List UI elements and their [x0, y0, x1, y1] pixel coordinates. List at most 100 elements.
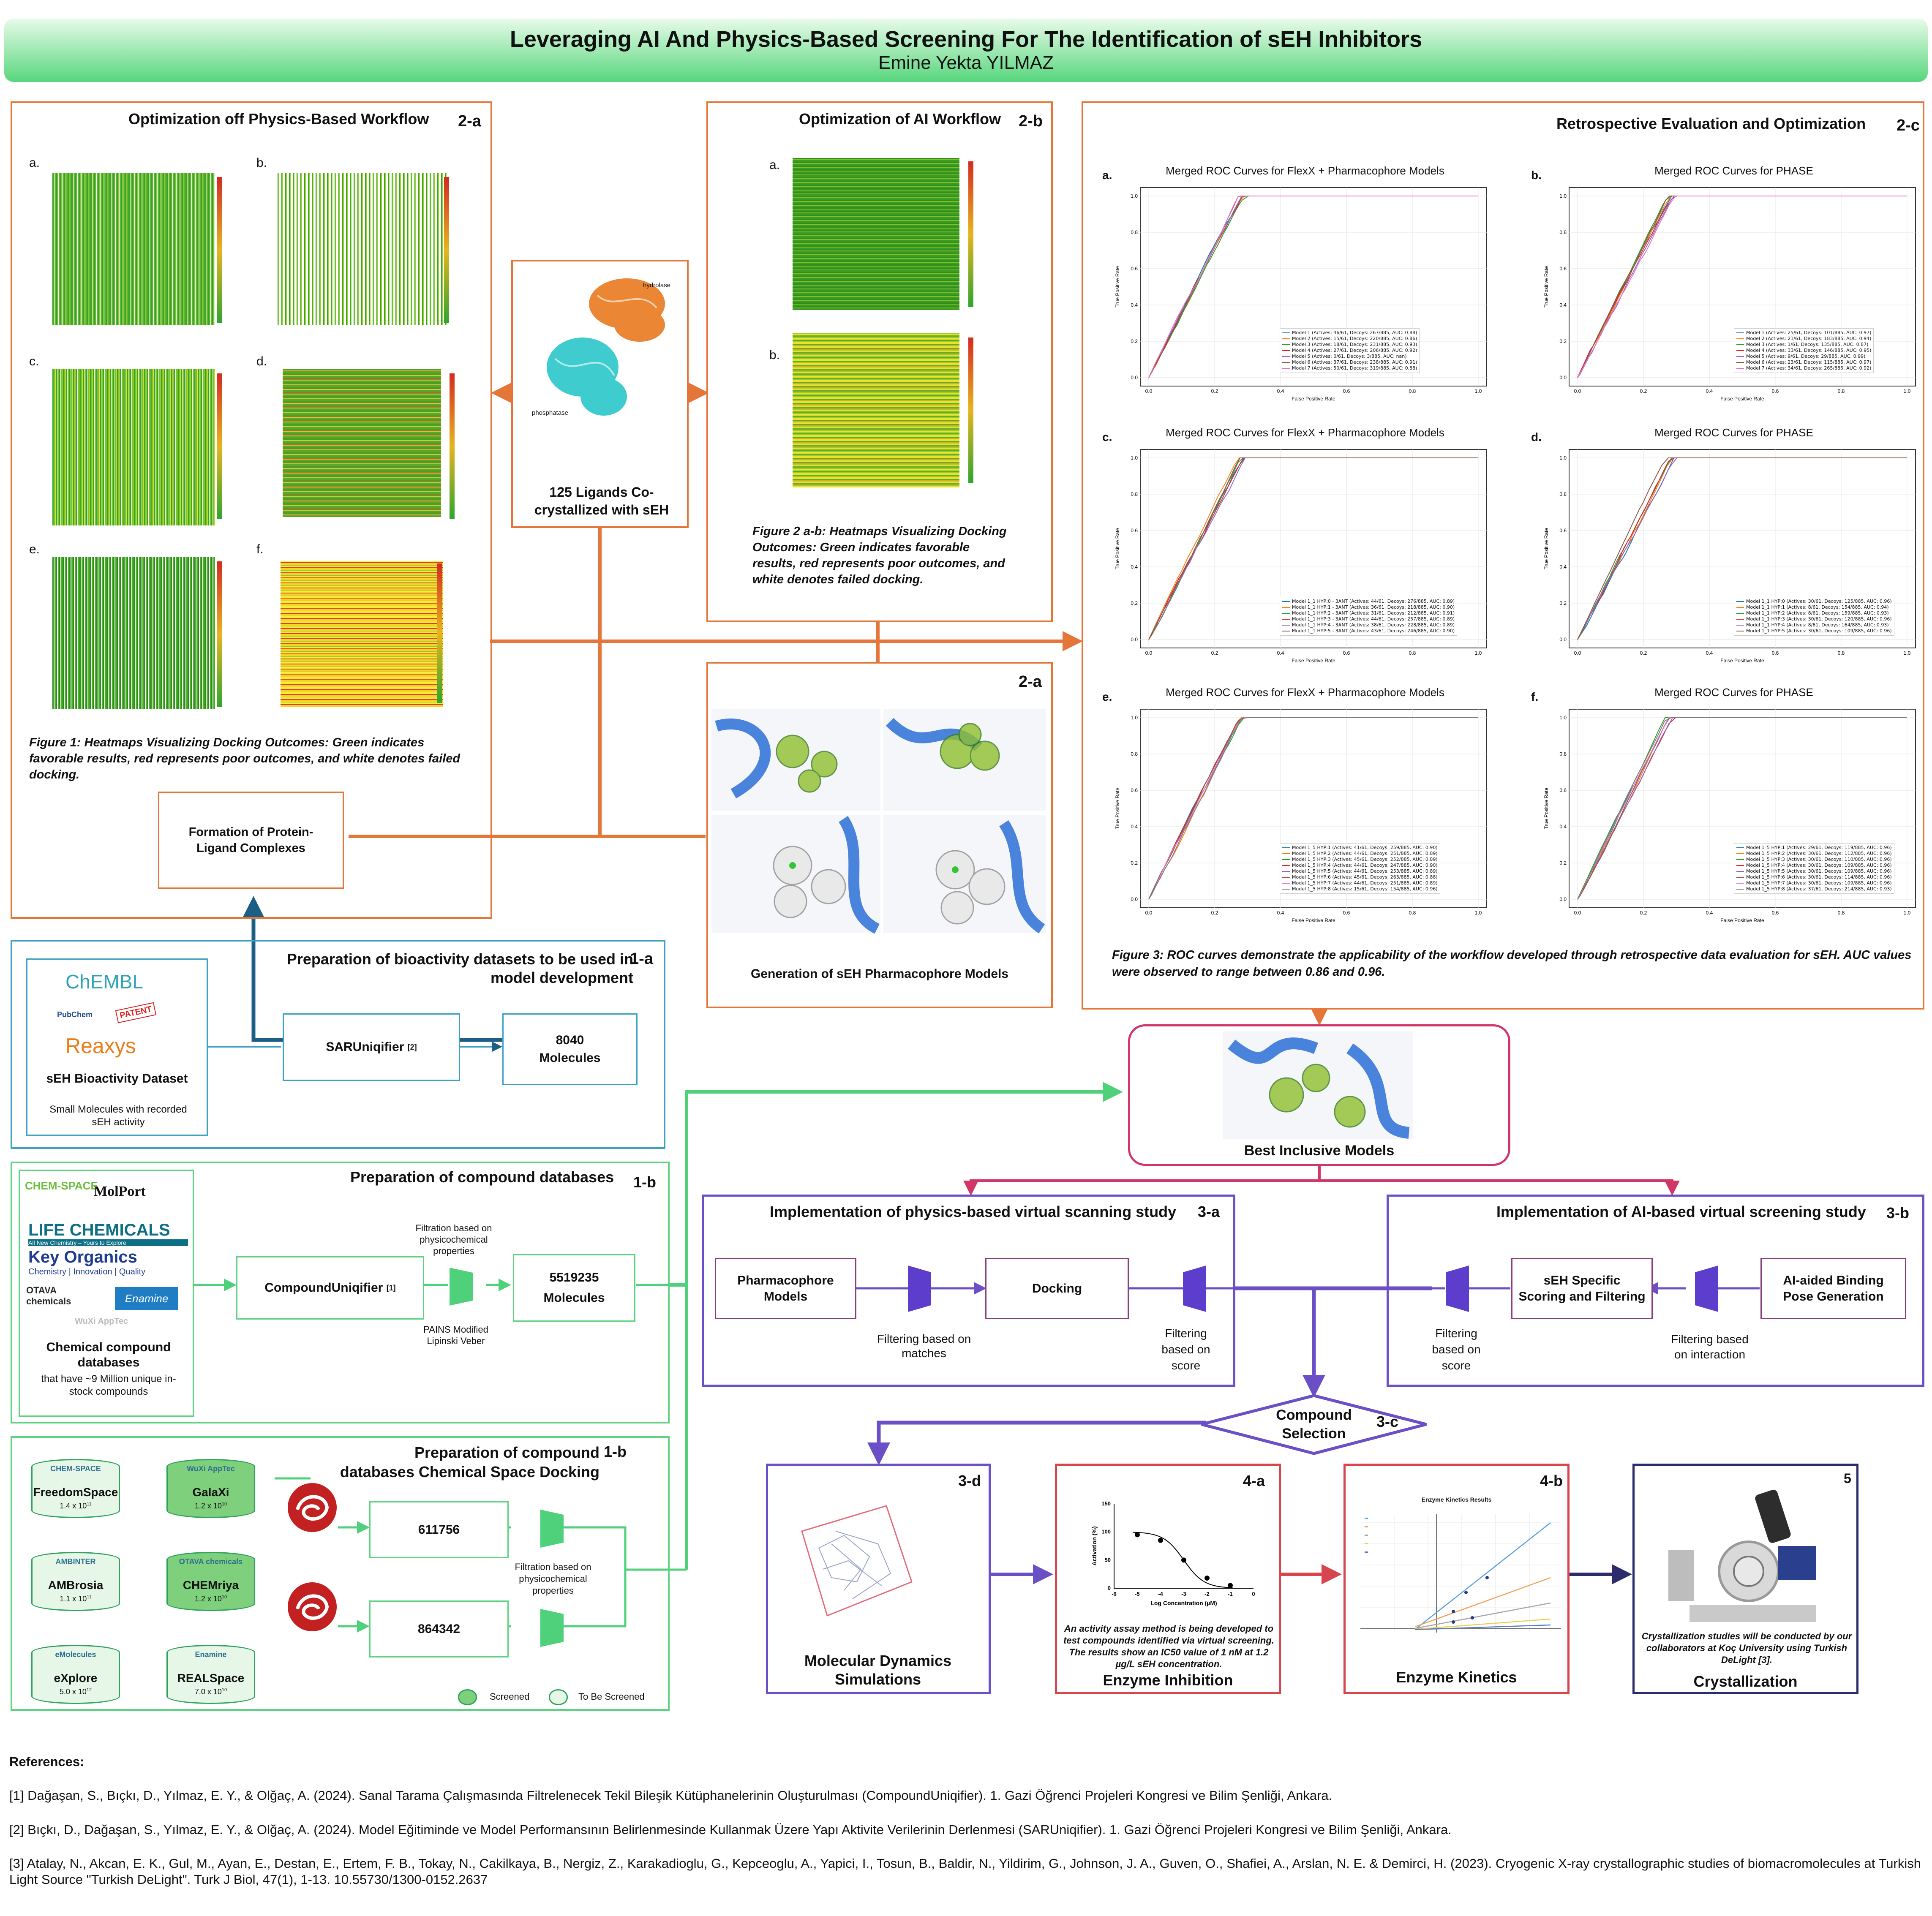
- x-tick-label: 0.4: [1706, 910, 1713, 916]
- legend-label: Model 1_1 HYP:1 (Actives: 8/61, Decoys: …: [1746, 604, 1889, 610]
- y-tick-label: 0.0: [1559, 637, 1567, 642]
- legend-swatch: [1736, 332, 1744, 333]
- protein-structure-image: [547, 278, 665, 416]
- inhibition-label: Enzyme Inhibition: [1103, 1671, 1233, 1689]
- y-tick-label: 0.4: [1131, 302, 1138, 308]
- legend-entry: Model 1_1 HYP:2 (Actives: 8/61, Decoys: …: [1736, 610, 1892, 616]
- filter-label: Filtration based on physicochemical prop…: [515, 1562, 591, 1596]
- result-label: 8040 Molecules: [539, 1033, 601, 1065]
- legend-entry: Model 1_5 HYP:8 (Actives: 37/61, Decoys:…: [1736, 886, 1892, 892]
- y-tick-label: 0.0: [1131, 637, 1138, 642]
- legend-swatch: [1736, 607, 1744, 608]
- legend-swatch: [1736, 853, 1744, 854]
- compound-db-section: Preparation of compound databases 1-b CH…: [11, 1162, 670, 1423]
- legend-swatch: [1736, 362, 1744, 363]
- legend-swatch: [1282, 356, 1290, 357]
- molecules-5519235-box: 5519235 Molecules: [513, 1254, 635, 1322]
- y-tick-label: 0.2: [1131, 600, 1138, 606]
- legend-swatch: [1736, 859, 1744, 860]
- tool-ref: [1]: [386, 1283, 396, 1292]
- legend-label: Model 1_1 HYP:1 - 3ANT (Actives: 36/61, …: [1292, 604, 1455, 610]
- legend-entry: Model 1_5 HYP:3 (Actives: 45/61, Decoys:…: [1282, 857, 1438, 863]
- legend-entry: Model 3 (Actives: 18/61, Decoys: 231/885…: [1282, 342, 1417, 348]
- legend-swatch: [1736, 889, 1744, 890]
- legend-entry: Model 1_1 HYP:0 (Actives: 30/61, Decoys:…: [1736, 599, 1892, 604]
- legend-entry: Model 7 (Actives: 50/61, Decoys: 319/885…: [1282, 365, 1417, 371]
- section-tag: 2-a: [1019, 673, 1042, 691]
- y-tick-label: 1.0: [1559, 715, 1567, 721]
- legend-swatch: [1736, 613, 1744, 614]
- x-tick-label: 0.4: [1277, 650, 1284, 656]
- roc-legend: Model 1_1 HYP:0 - 3ANT (Actives: 44/61, …: [1280, 597, 1458, 636]
- section-title: Implementation of physics-based virtual …: [770, 1203, 1177, 1220]
- legend-entry: Model 1_5 HYP:2 (Actives: 30/61, Decoys:…: [1736, 851, 1892, 857]
- y-tick-label: 0.0: [1559, 896, 1567, 902]
- y-tick-label: 0.4: [1559, 302, 1567, 308]
- bioactivity-section: Preparation of bioactivity datasets to b…: [11, 940, 665, 1149]
- legend-label: Model 1_5 HYP:4 (Actives: 30/61, Decoys:…: [1746, 863, 1892, 868]
- retrospective-panel: Retrospective Evaluation and Optimizatio…: [1082, 101, 1924, 1010]
- scoring-box: sEH Specific Scoring and Filtering: [1511, 1258, 1653, 1319]
- md-simulation-image: [801, 1505, 913, 1617]
- legend-swatch: [1736, 877, 1744, 878]
- legend-entry: Model 6 (Actives: 37/61, Decoys: 238/885…: [1282, 359, 1417, 365]
- heatmap-ai-a: [793, 158, 959, 310]
- legend-label: Model 1 (Actives: 25/61, Decoys: 101/885…: [1746, 330, 1872, 335]
- y-tick-label: 0.8: [1559, 751, 1567, 757]
- tool-name: CompoundUniqifier: [264, 1281, 383, 1295]
- data-point: [1158, 1538, 1163, 1543]
- roc-legend: Model 1 (Actives: 46/61, Decoys: 267/885…: [1280, 328, 1420, 373]
- db-name: eXplore: [54, 1671, 98, 1685]
- x-tick-label: 1.0: [1475, 388, 1482, 394]
- roc-chart: 0.00.00.20.20.40.40.60.60.80.81.01.0Fals…: [1543, 187, 1916, 402]
- complex-label: Formation of Protein-Ligand Complexes: [188, 825, 313, 855]
- reference-1: [1] Dağaşan, S., Bıçkı, D., Yılmaz, E. Y…: [9, 1788, 1333, 1803]
- physics-workflow-panel: Optimization off Physics-Based Workflow …: [11, 101, 492, 919]
- legend-swatch: [1736, 847, 1744, 848]
- panel-label: f.: [256, 542, 264, 556]
- legend-label: Model 1_5 HYP:3 (Actives: 30/61, Decoys:…: [1746, 857, 1892, 862]
- x-tick-label: 0.0: [1574, 910, 1581, 916]
- lifechemicals-logo: LIFE CHEMICALS: [28, 1221, 170, 1239]
- hydrolase-label: hydrolase: [643, 282, 671, 289]
- x-axis-label: False Positive Rate: [1720, 396, 1764, 402]
- section-tag: 2-b: [1019, 112, 1043, 130]
- legend-label: Model 1_1 HYP:0 - 3ANT (Actives: 44/61, …: [1292, 599, 1455, 604]
- physics-screening-section: Implementation of physics-based virtual …: [702, 1195, 1235, 1387]
- best-model-image: [1223, 1031, 1413, 1139]
- db-logo: OTAVA chemicals: [179, 1557, 243, 1566]
- legend-label: Model 1_5 HYP:5 (Actives: 44/61, Decoys:…: [1292, 868, 1438, 874]
- x-tick-label: 0.8: [1838, 388, 1845, 394]
- y-tick-label: 0.8: [1559, 491, 1567, 497]
- dataset-title: sEH Bioactivity Dataset: [46, 1072, 188, 1086]
- dataset-desc: Small Molecules with recorded sEH activi…: [49, 1104, 187, 1128]
- y-axis-label: True Positive Rate: [1115, 528, 1120, 570]
- chart-title: Merged ROC Curves for FlexX + Pharmacoph…: [1166, 686, 1444, 699]
- roc-series-line: [1577, 196, 1907, 378]
- legend-swatch: [1736, 368, 1744, 369]
- roc-chart: 0.00.00.20.20.40.40.60.60.80.81.01.0Fals…: [1115, 187, 1487, 402]
- data-point: [1135, 1532, 1140, 1538]
- section-tag: 3-b: [1886, 1204, 1909, 1222]
- x-tick-label: 0.4: [1277, 910, 1284, 916]
- legend-swatch: [1282, 865, 1290, 866]
- references-heading: References:: [9, 1754, 84, 1769]
- panel-label: e.: [29, 542, 40, 556]
- legend-entry: Model 1_5 HYP:7 (Actives: 44/61, Decoys:…: [1282, 880, 1438, 886]
- header-banner: Leveraging AI And Physics-Based Screenin…: [4, 19, 1928, 82]
- md-box: 3-d Molecular Dynamics Simulations: [766, 1464, 991, 1694]
- legend-entry: Model 1_5 HYP:2 (Actives: 44/61, Decoys:…: [1282, 851, 1438, 857]
- legend-label: Model 1_5 HYP:4 (Actives: 44/61, Decoys:…: [1292, 863, 1438, 868]
- legend-swatch: [1282, 613, 1290, 614]
- legend-entry: Model 1_1 HYP:4 - 3ANT (Actives: 38/61, …: [1282, 622, 1455, 628]
- section-title: Preparation of bioactivity datasets to b…: [286, 950, 633, 986]
- colorbar: [217, 373, 222, 519]
- y-tick-label: 100: [1101, 1529, 1111, 1535]
- panel-label: a.: [769, 158, 780, 172]
- y-tick-label: 0.2: [1131, 338, 1138, 344]
- legend-entry: Model 1_5 HYP:4 (Actives: 44/61, Decoys:…: [1282, 863, 1438, 868]
